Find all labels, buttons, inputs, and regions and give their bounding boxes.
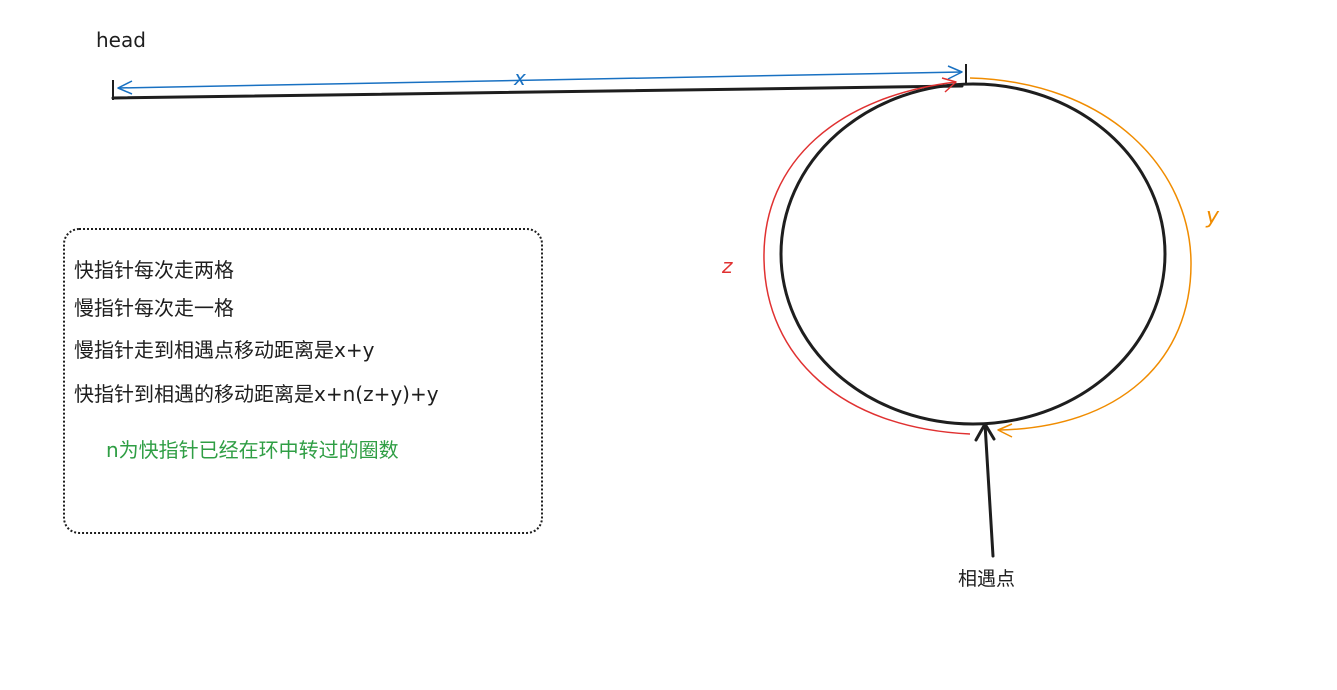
note-line-fast-step: 快指针每次走两格 xyxy=(74,258,234,282)
x-arrowhead-left xyxy=(117,80,133,95)
note-line-slow-step: 慢指针每次走一格 xyxy=(74,296,234,320)
explanation-note-box xyxy=(63,228,543,534)
meeting-point-pointer xyxy=(983,422,995,558)
z-distance-arc xyxy=(763,81,971,435)
x-arrowhead-right xyxy=(947,65,963,80)
y-arrowhead xyxy=(997,423,1013,438)
note-line-fast-distance: 快指针到相遇的移动距离是x+n(z+y)+y xyxy=(74,382,439,406)
y-label: y xyxy=(1206,204,1220,229)
x-label: x xyxy=(514,66,526,90)
note-line-slow-distance: 慢指针走到相遇点移动距离是x+y xyxy=(74,338,375,362)
z-arrowhead xyxy=(941,77,957,93)
note-highlight-n-definition: n为快指针已经在环中转过的圈数 xyxy=(106,438,399,462)
list-head-segment xyxy=(111,84,964,100)
y-distance-arc xyxy=(969,77,1192,431)
x-distance-arrow xyxy=(117,71,963,89)
meeting-point-arrowhead xyxy=(974,422,996,442)
meeting-point-label: 相遇点 xyxy=(958,568,1016,590)
cycle-loop xyxy=(779,82,1167,426)
z-label: z xyxy=(722,254,733,278)
head-label: head xyxy=(96,28,146,52)
